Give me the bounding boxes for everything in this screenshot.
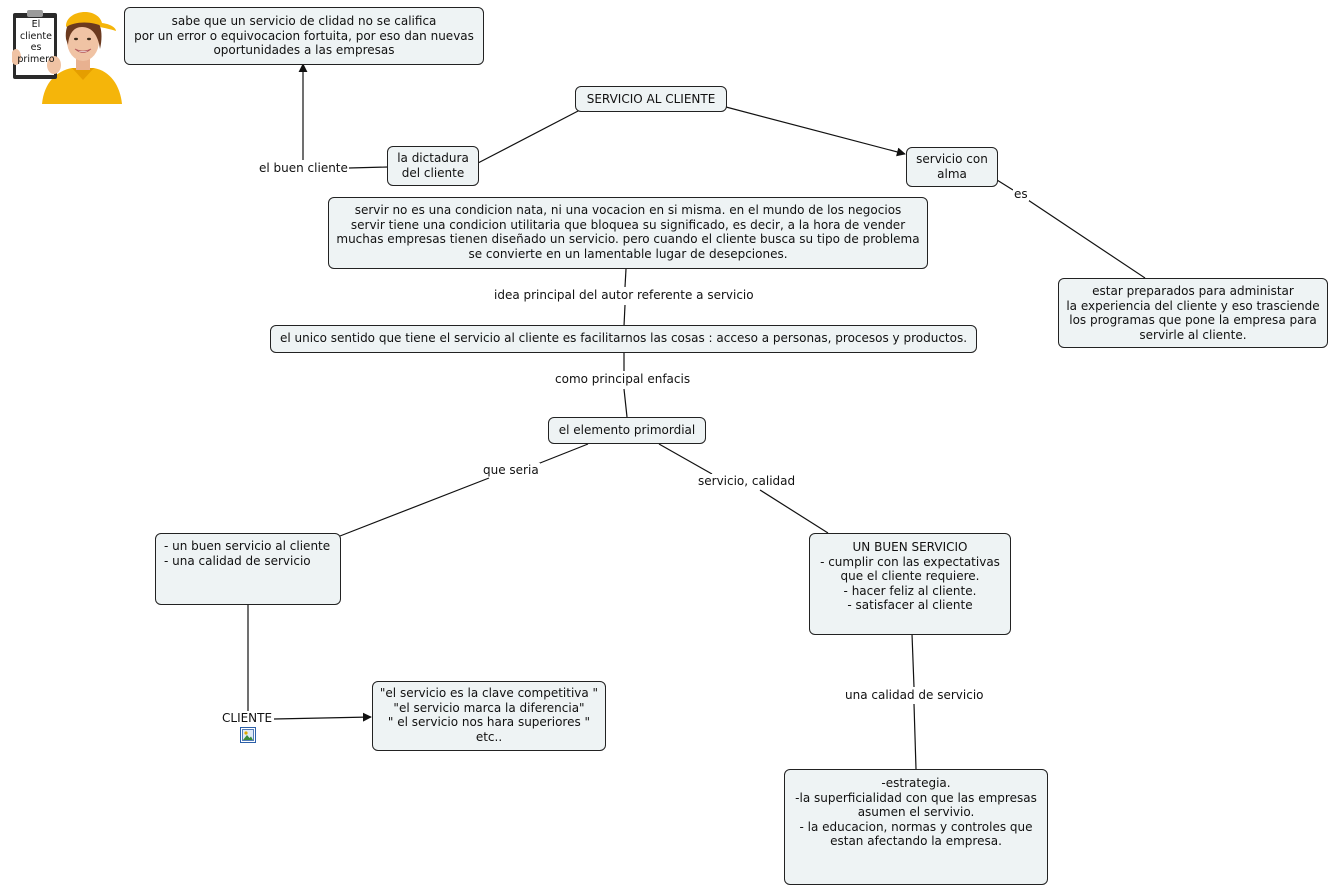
- link-unbuen-to-calidad: [911, 633, 915, 688]
- node-buen-servicio-calidad[interactable]: - un buen servicio al cliente - una cali…: [155, 533, 341, 605]
- label-es: es: [1013, 187, 1029, 201]
- node-servicio-al-cliente[interactable]: SERVICIO AL CLIENTE: [575, 86, 727, 112]
- link-queseria-to-buen: [339, 477, 490, 537]
- link-cliente-to-clave: [273, 712, 372, 722]
- link-es-to-preparados: [1027, 199, 1146, 279]
- link-idea-to-unico: [623, 304, 626, 327]
- node-un-buen-servicio[interactable]: UN BUEN SERVICIO - cumplir con las expec…: [809, 533, 1011, 635]
- label-idea-principal: idea principal del autor referente a ser…: [493, 288, 755, 302]
- label-servicio-calidad: servicio, calidad: [697, 474, 797, 488]
- customer-service-photo: [12, 10, 122, 104]
- link-elemento-to-queseria: [534, 443, 589, 466]
- image-resource-icon[interactable]: [240, 727, 256, 743]
- link-servcal-to-unbuen: [759, 489, 829, 534]
- node-estar-preparados[interactable]: estar preparados para administar la expe…: [1058, 278, 1328, 348]
- node-servir-no-es[interactable]: servir no es una condicion nata, ni una …: [328, 197, 928, 269]
- link-servicio-to-alma: [725, 106, 906, 157]
- link-enfacis-to-elemento: [623, 388, 628, 418]
- label-una-calidad-de-servicio: una calidad de servicio: [844, 688, 985, 702]
- label-que-seria: que seria: [482, 463, 540, 477]
- clipboard-text: El cliente es primero: [17, 19, 55, 65]
- label-cliente: CLIENTE: [221, 711, 274, 725]
- node-calidad-no-se-califica[interactable]: sabe que un servicio de clidad no se cal…: [124, 7, 484, 65]
- link-elemento-to-servcal: [658, 443, 713, 475]
- link-calidad-to-estrategia: [913, 703, 917, 770]
- label-el-buen-cliente: el buen cliente: [258, 161, 349, 175]
- label-como-principal-enfacis: como principal enfacis: [554, 372, 692, 386]
- node-unico-sentido[interactable]: el unico sentido que tiene el servicio a…: [270, 325, 977, 353]
- node-servicio-con-alma[interactable]: servicio con alma: [906, 147, 998, 187]
- link-servicio-to-dictadura: [477, 109, 581, 164]
- node-clave-competitiva[interactable]: "el servicio es la clave competitiva " "…: [372, 681, 606, 751]
- node-estrategia[interactable]: -estrategia. -la superficialidad con que…: [784, 769, 1048, 885]
- link-alma-to-es: [996, 179, 1014, 191]
- link-servir-to-idea: [624, 268, 627, 288]
- link-dictadura-to-buen-cliente: [348, 166, 389, 169]
- node-elemento-primordial[interactable]: el elemento primordial: [548, 417, 706, 444]
- node-dictadura-del-cliente[interactable]: la dictadura del cliente: [387, 146, 479, 186]
